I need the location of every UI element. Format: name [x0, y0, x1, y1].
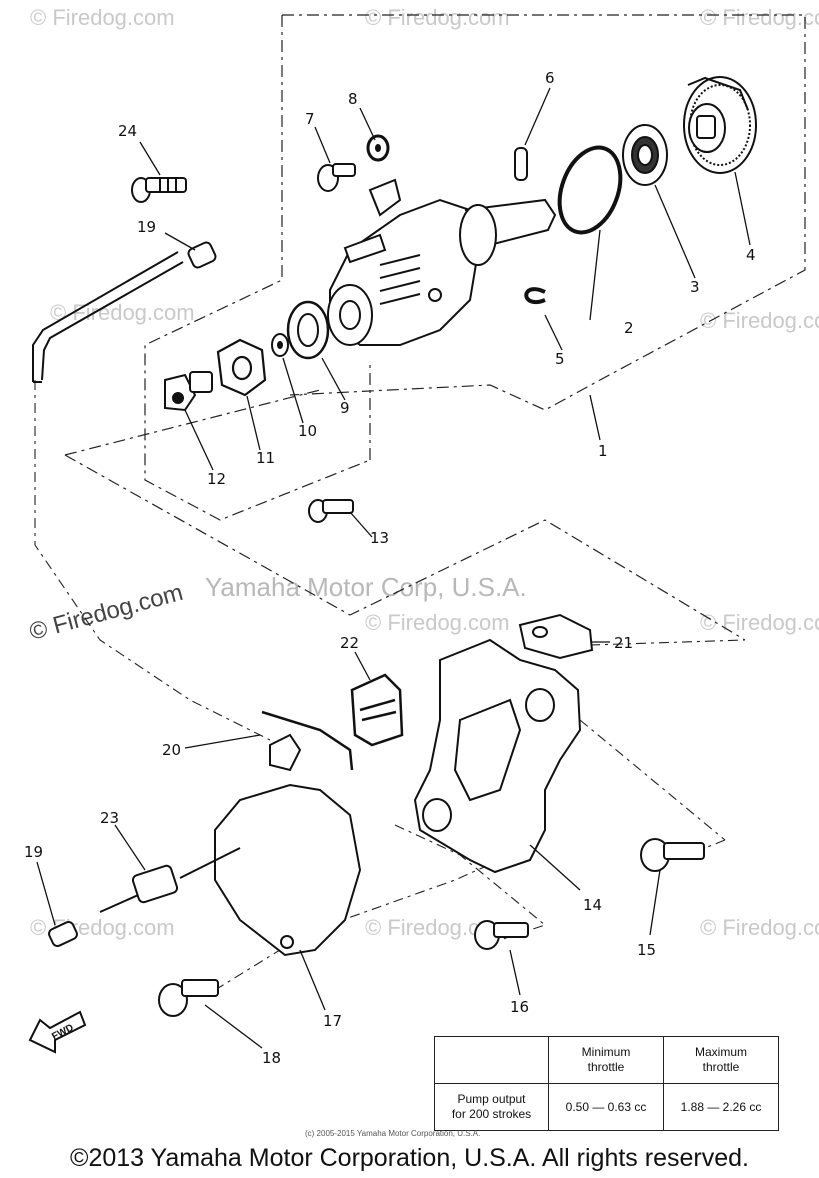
callout-17: 17: [323, 1012, 342, 1030]
spec-max-value: 1.88 — 2.26 cc: [663, 1083, 779, 1131]
watermark-layer: © Firedog.com © Firedog.com © Firedog.co…: [27, 5, 819, 940]
callout-5: 5: [555, 350, 565, 368]
part-4-drive-gear: [683, 76, 757, 174]
part-9-gasket: [286, 300, 330, 360]
watermark-right-1: © Firedog.com: [700, 308, 819, 333]
callout-19-lower: 19: [24, 843, 43, 861]
callout-leaders: [36, 87, 751, 1049]
watermark-right-3: © Firedog.com: [700, 915, 819, 940]
part-7-screw: [317, 163, 356, 192]
callout-3: 3: [690, 278, 700, 296]
callout-19-upper: 19: [137, 218, 156, 236]
part-23-cable: [99, 847, 241, 913]
part-16-screw: [474, 920, 529, 950]
watermark-top-left: © Firedog.com: [30, 5, 175, 30]
watermark-mid-2: © Firedog.com: [365, 610, 510, 635]
part-12-screw: [164, 371, 213, 412]
small-copyright-notice: (c) 2005-2015 Yamaha Motor Corporation, …: [305, 1129, 481, 1138]
part-2-o-ring: [557, 145, 623, 235]
callout-14: 14: [583, 896, 602, 914]
part-24-bolt: [131, 177, 187, 203]
spec-header-minimum: Minimum throttle: [548, 1036, 664, 1084]
watermark-top-right: © Firedog.com: [700, 5, 819, 30]
part-5-circlip: [524, 287, 546, 304]
spec-header-min-line2: throttle: [587, 1060, 625, 1074]
callout-12: 12: [207, 470, 226, 488]
spec-header-min-line1: Minimum: [581, 1045, 631, 1059]
callout-21: 21: [614, 634, 633, 652]
callout-18: 18: [262, 1049, 281, 1067]
callout-10: 10: [298, 422, 317, 440]
spec-min-value: 0.50 — 0.63 cc: [548, 1083, 664, 1131]
watermark-firedog-main: © Firedog.com: [27, 579, 186, 646]
watermark-yamaha: Yamaha Motor Corp, U.S.A.: [205, 572, 527, 602]
spec-row-label-line1: Pump output: [457, 1092, 526, 1106]
part-13-screw: [308, 499, 354, 523]
spec-header-row: Minimum throttle Maximum throttle: [434, 1036, 779, 1084]
callout-2: 2: [624, 319, 634, 337]
callout-numbers: 1 2 3 4 5 6 7 8 9 10 11 12 13 14 15 16 1…: [24, 69, 756, 1067]
callout-9: 9: [340, 399, 350, 417]
spec-header-blank: [434, 1036, 549, 1084]
spec-row-pump-output: Pump output for 200 strokes 0.50 — 0.63 …: [434, 1083, 779, 1131]
part-18-bolt: [158, 979, 219, 1017]
part-10-washer: [271, 333, 289, 357]
part-3-bearing: [622, 124, 668, 186]
part-17-cover: [214, 733, 362, 957]
part-15-screw: [640, 838, 705, 872]
callout-24: 24: [118, 122, 137, 140]
callout-7: 7: [305, 110, 315, 128]
part-20-wire: [261, 710, 354, 771]
part-1-pump-body: [327, 178, 557, 346]
part-8-washer: [366, 134, 390, 162]
spec-row-label: Pump output for 200 strokes: [434, 1083, 549, 1131]
spec-header-maximum: Maximum throttle: [663, 1036, 779, 1084]
part-6-pin: [514, 147, 528, 181]
callout-13: 13: [370, 529, 389, 547]
part-19-cap-lower: [48, 920, 78, 948]
part-22-damper: [350, 673, 404, 747]
callout-22: 22: [340, 634, 359, 652]
watermark-top-mid: © Firedog.com: [365, 5, 510, 30]
part-21-plate: [518, 613, 594, 660]
callout-11: 11: [256, 449, 275, 467]
watermark-right-2: © Firedog.com: [700, 610, 819, 635]
part-19-cap-upper: [187, 241, 217, 269]
callout-4: 4: [746, 246, 756, 264]
part-14-bracket: [413, 638, 582, 874]
footer-copyright: ©2013 Yamaha Motor Corporation, U.S.A. A…: [70, 1144, 749, 1172]
callout-15: 15: [637, 941, 656, 959]
assembly-boundary-upper: [64, 14, 806, 641]
delivery-hose: [32, 251, 184, 383]
spec-row-label-line2: for 200 strokes: [451, 1107, 532, 1121]
pump-output-spec-table: Minimum throttle Maximum throttle Pump o…: [434, 1036, 779, 1131]
callout-16: 16: [510, 998, 529, 1016]
callout-8: 8: [348, 90, 358, 108]
spec-header-max-line2: throttle: [702, 1060, 740, 1074]
part-11-nut: [216, 338, 267, 397]
callout-6: 6: [545, 69, 555, 87]
callout-23: 23: [100, 809, 119, 827]
spec-header-max-line1: Maximum: [694, 1045, 747, 1059]
fwd-arrow-icon: FWD: [28, 1010, 87, 1054]
callout-20: 20: [162, 741, 181, 759]
callout-1: 1: [598, 442, 608, 460]
